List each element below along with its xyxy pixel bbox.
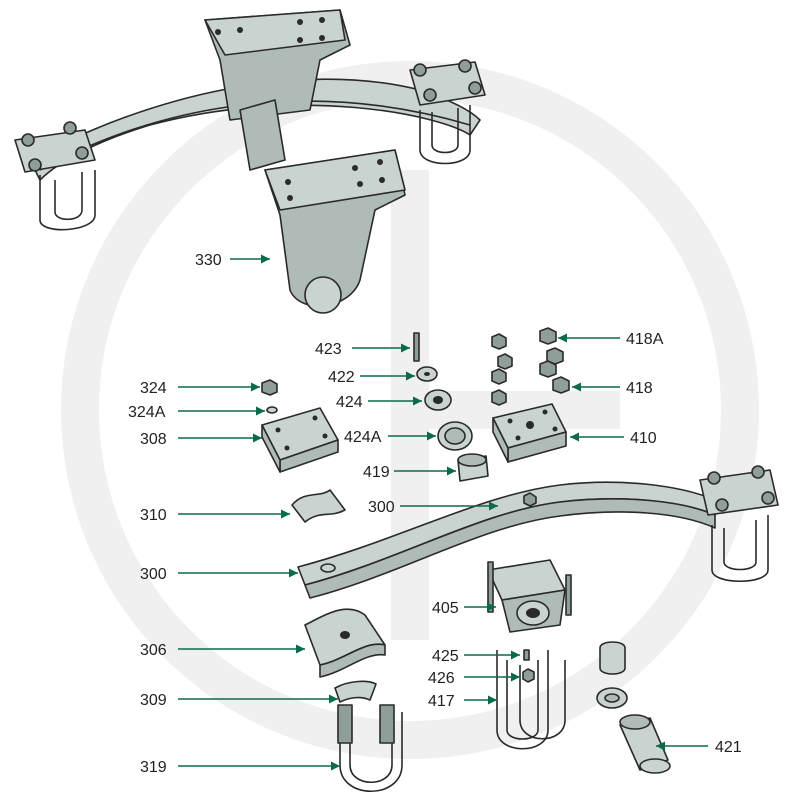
callout-405: 405 bbox=[432, 600, 496, 617]
callout-label: 324A bbox=[128, 404, 166, 421]
callout-label: 424 bbox=[336, 394, 363, 411]
callout-424: 424 bbox=[336, 394, 422, 411]
part-417-u-bolts bbox=[496, 650, 566, 750]
watermark-logo bbox=[61, 61, 759, 759]
arrow-head bbox=[251, 382, 260, 392]
arrow-head bbox=[487, 602, 496, 612]
part-425-pin bbox=[523, 649, 530, 661]
callout-label: 421 bbox=[715, 739, 742, 756]
assembled-suspension bbox=[14, 9, 486, 314]
arrow-head bbox=[447, 466, 456, 476]
callout-label: 419 bbox=[363, 464, 390, 481]
arrow-head bbox=[570, 432, 579, 442]
arrow-head bbox=[488, 695, 497, 705]
callout-424A: 424A bbox=[344, 429, 436, 446]
part-308-plate bbox=[261, 407, 339, 473]
arrow-head bbox=[256, 406, 265, 416]
part-421-pin bbox=[596, 641, 671, 774]
part-418-nuts bbox=[491, 327, 570, 406]
part-310-pad bbox=[291, 489, 346, 523]
part-423-pin bbox=[413, 332, 420, 362]
callout-label: 309 bbox=[140, 692, 167, 709]
callout-426: 426 bbox=[428, 670, 520, 687]
callout-label: 426 bbox=[428, 670, 455, 687]
callout-421: 421 bbox=[656, 739, 742, 756]
callout-label: 405 bbox=[432, 600, 459, 617]
arrow-head bbox=[331, 761, 340, 771]
part-422-washer bbox=[416, 366, 438, 382]
arrow-head bbox=[296, 644, 305, 654]
callout-306: 306 bbox=[140, 642, 305, 659]
callout-300b: 300 bbox=[140, 566, 298, 583]
callout-label: 324 bbox=[140, 380, 167, 397]
part-405-bracket bbox=[487, 559, 572, 633]
arrow-head bbox=[427, 431, 436, 441]
part-309-wedge bbox=[334, 680, 377, 703]
callout-label: 418 bbox=[626, 380, 653, 397]
part-424-washer bbox=[424, 389, 452, 411]
callout-417: 417 bbox=[428, 693, 497, 710]
arrow-head bbox=[289, 568, 298, 578]
part-419-sleeve bbox=[457, 453, 489, 482]
arrow-head bbox=[329, 694, 338, 704]
callout-label: 310 bbox=[140, 507, 167, 524]
callout-label: 319 bbox=[140, 759, 167, 776]
callout-label: 422 bbox=[328, 369, 355, 386]
arrow-head bbox=[656, 741, 665, 751]
callouts: 330 423 418A 422 324 418 424 324A 308 424A 410 419 3… bbox=[128, 252, 742, 776]
callout-410: 410 bbox=[570, 430, 657, 447]
callout-418: 418 bbox=[572, 380, 653, 397]
callout-309: 309 bbox=[140, 692, 338, 709]
arrow-head bbox=[281, 509, 290, 519]
callout-422: 422 bbox=[328, 369, 415, 386]
callout-308: 308 bbox=[140, 431, 262, 448]
arrow-head bbox=[261, 254, 270, 264]
arrow-head bbox=[413, 396, 422, 406]
callout-label: 306 bbox=[140, 642, 167, 659]
arrow-head bbox=[558, 333, 567, 343]
part-319-u-bolt bbox=[337, 704, 403, 793]
callout-324A: 324A bbox=[128, 404, 265, 421]
arrow-head bbox=[489, 501, 498, 511]
callout-label: 418A bbox=[626, 331, 664, 348]
callout-label: 300 bbox=[368, 499, 395, 516]
callout-label: 410 bbox=[630, 430, 657, 447]
part-426-nut bbox=[522, 668, 535, 683]
arrow-head bbox=[572, 382, 581, 392]
arrow-head bbox=[406, 371, 415, 381]
callout-330: 330 bbox=[195, 252, 270, 269]
callout-label: 417 bbox=[428, 693, 455, 710]
callout-423: 423 bbox=[315, 341, 410, 358]
callout-label: 300 bbox=[140, 566, 167, 583]
callout-300a: 300 bbox=[368, 499, 498, 516]
part-300-leaf-spring bbox=[297, 465, 779, 599]
part-424A-bush bbox=[437, 421, 473, 451]
callout-label: 308 bbox=[140, 431, 167, 448]
callout-label: 330 bbox=[195, 252, 222, 269]
part-324-nut bbox=[261, 379, 278, 396]
callout-310: 310 bbox=[140, 507, 290, 524]
part-324A-washer bbox=[266, 406, 278, 414]
callout-425: 425 bbox=[432, 648, 520, 665]
callout-324: 324 bbox=[140, 380, 260, 397]
arrow-head bbox=[511, 650, 520, 660]
callout-319: 319 bbox=[140, 759, 340, 776]
part-306-bracket bbox=[304, 608, 386, 678]
callout-418A: 418A bbox=[558, 331, 664, 348]
callout-label: 423 bbox=[315, 341, 342, 358]
arrow-head bbox=[511, 672, 520, 682]
part-410-plate bbox=[492, 403, 567, 463]
arrow-head bbox=[401, 343, 410, 353]
callout-label: 425 bbox=[432, 648, 459, 665]
arrow-head bbox=[253, 433, 262, 443]
callout-label: 424A bbox=[344, 429, 382, 446]
callout-419: 419 bbox=[363, 464, 456, 481]
